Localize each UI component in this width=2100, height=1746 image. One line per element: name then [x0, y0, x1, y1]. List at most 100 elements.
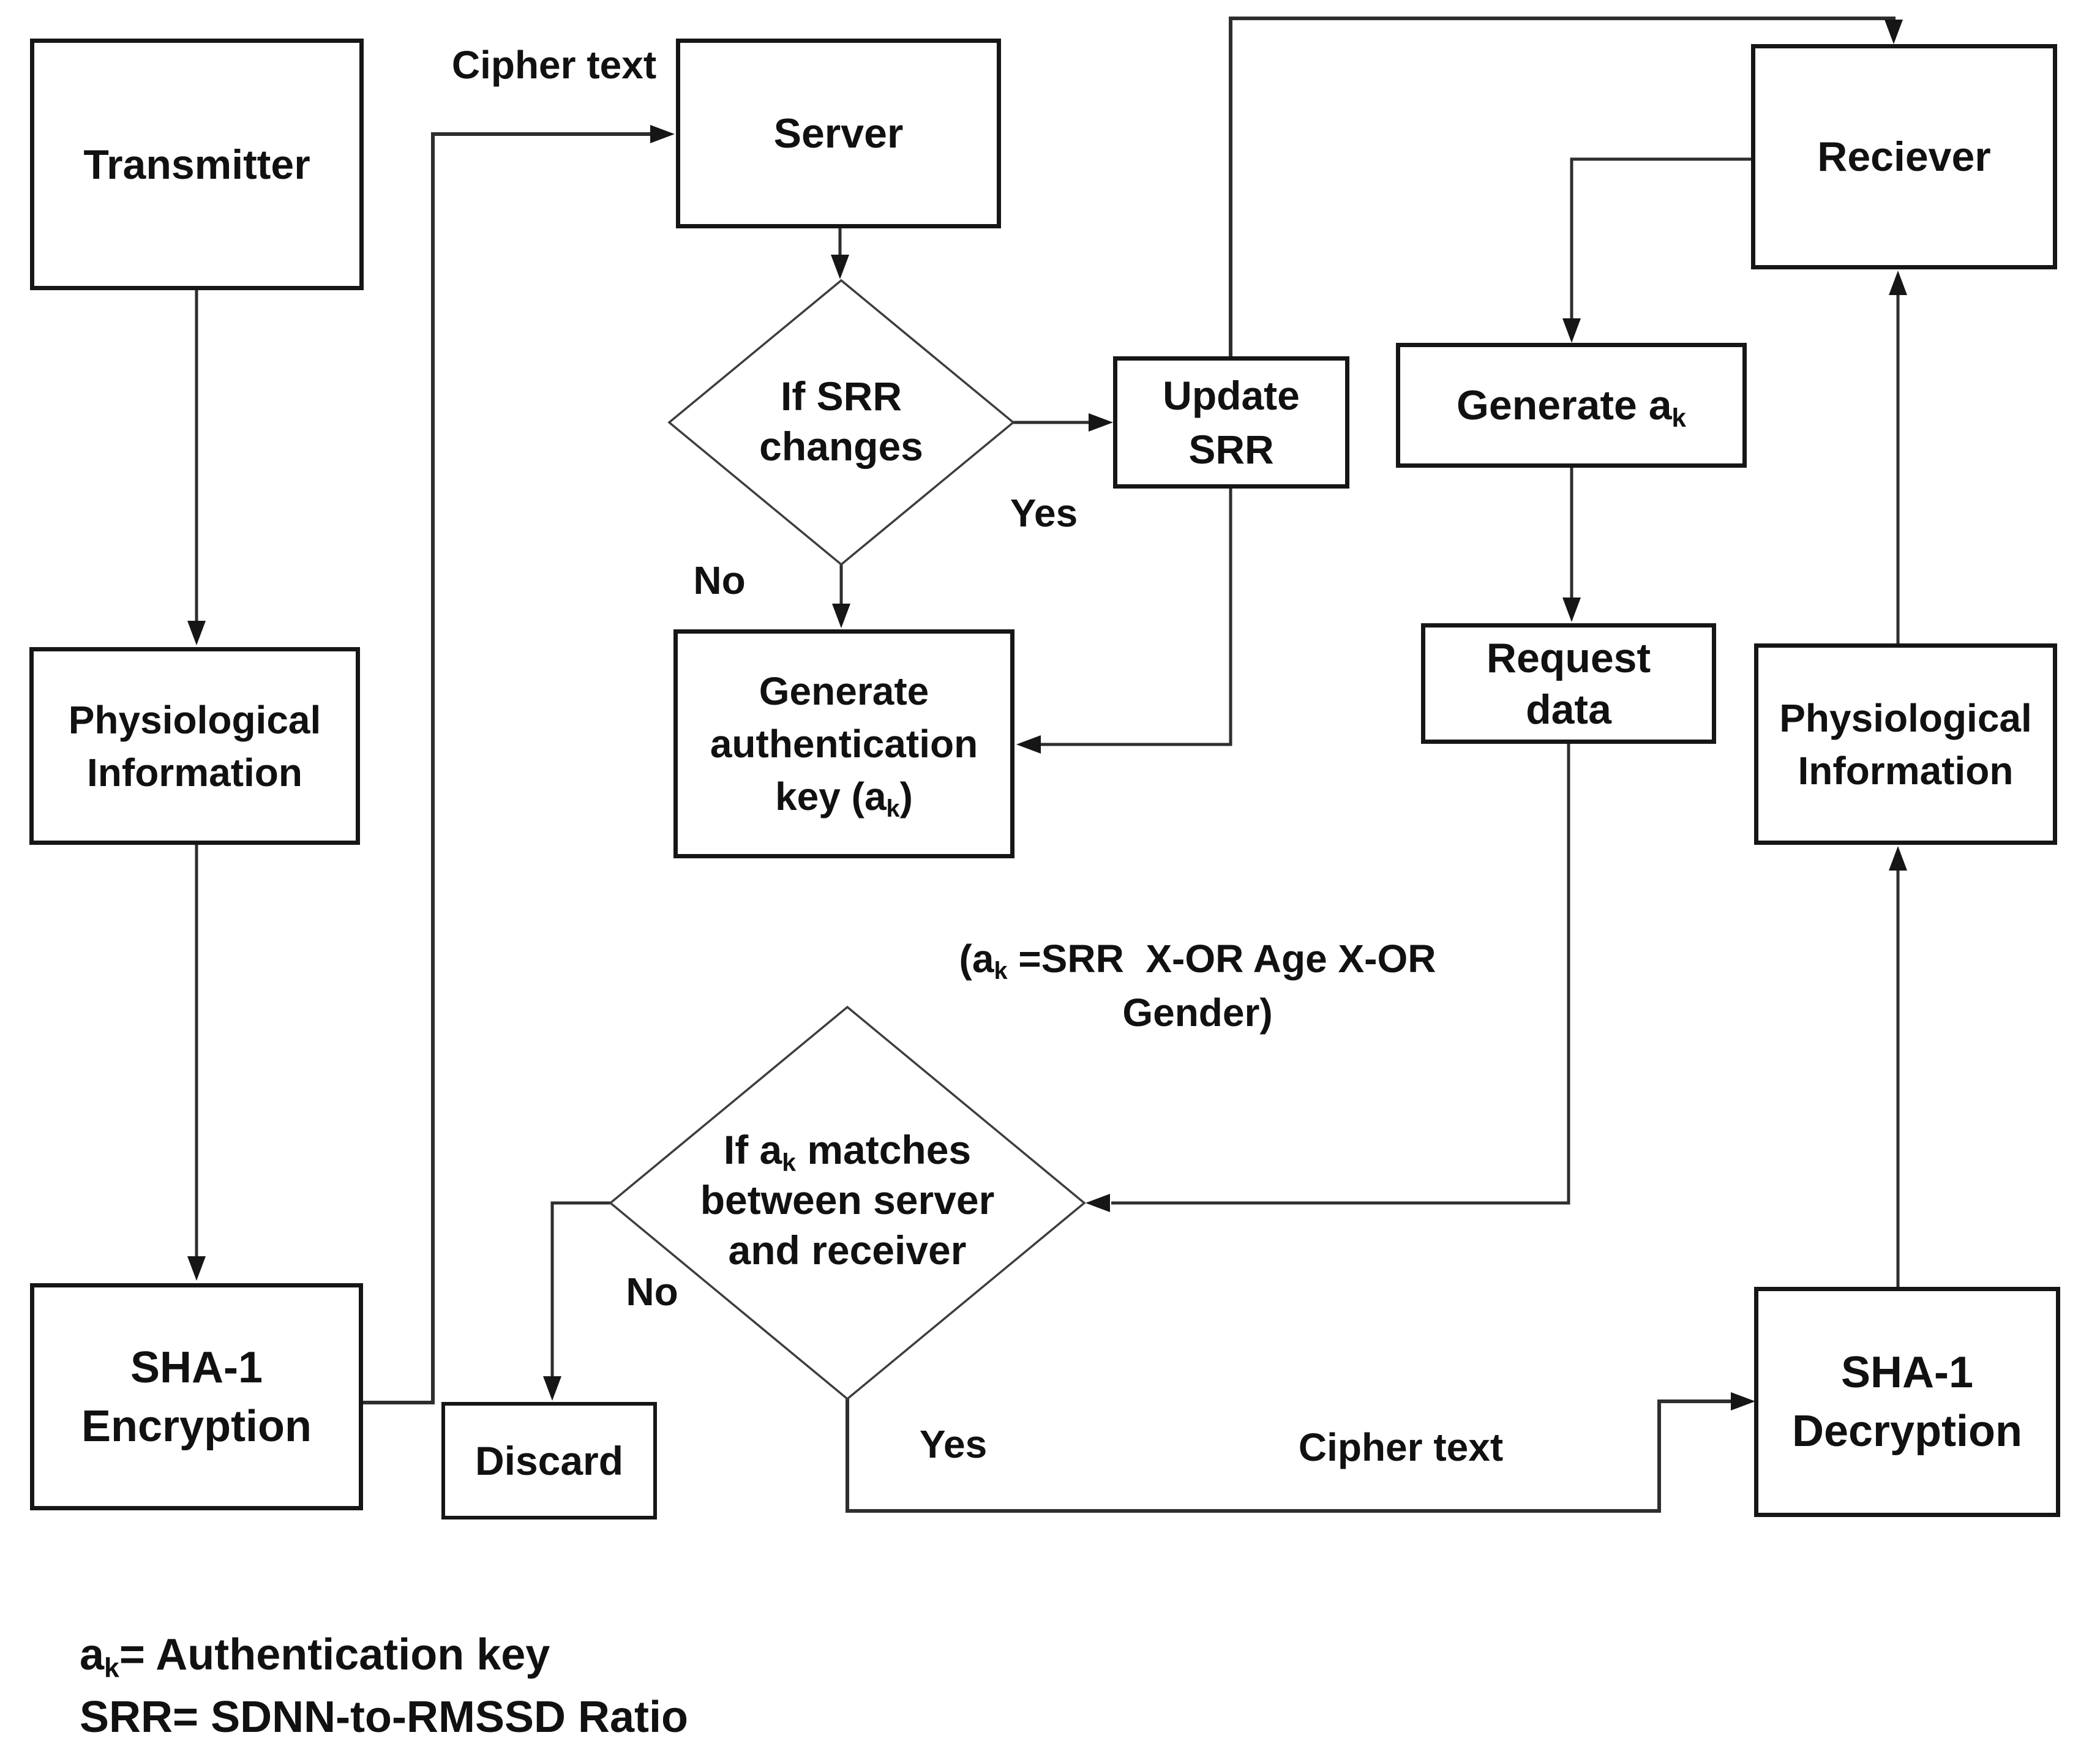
arrowhead-down-icon [1562, 598, 1581, 622]
gen-auth-key-line3-close: ) [899, 774, 913, 819]
node-generate-ak-label: Generate ak [1457, 378, 1686, 433]
ak-formula-subscript: k [994, 957, 1008, 985]
node-discard-label: Discard [474, 1438, 624, 1483]
generate-ak-subscript: k [1671, 403, 1686, 432]
edge-physinfo-left-to-sha1-encryption [187, 845, 206, 1281]
legend: ak= Authentication key SRR= SDNN-to-RMSS… [80, 1624, 688, 1746]
edge-label-cipher-text-bottom: Cipher text [1298, 1425, 1504, 1469]
if-ak-matches-subscript: k [782, 1148, 796, 1177]
arrowhead-down-icon [543, 1376, 561, 1401]
edge-label-no-srr: No [693, 558, 746, 602]
if-ak-matches-line1-pre: If a [723, 1127, 782, 1172]
node-transmitter: Transmitter [30, 39, 364, 290]
node-discard: Discard [441, 1402, 657, 1519]
edge-label-cipher-text-top: Cipher text [451, 43, 657, 87]
arrowhead-right-icon [1731, 1392, 1755, 1411]
ak-formula-body: =SRR X-OR Age X-OR [1007, 937, 1436, 981]
edge-if-srr-changes-no-to-gen-auth-key [832, 564, 850, 628]
node-request-data: Request data [1421, 623, 1716, 744]
node-request-data-line2: data [1526, 686, 1611, 733]
ak-formula-line1: (ak =SRR X-OR Age X-OR [898, 932, 1498, 986]
edge-label-yes-match: Yes [919, 1422, 988, 1466]
gen-auth-key-subscript: k [886, 795, 900, 823]
edge-update-srr-to-reciever [1229, 17, 1903, 356]
node-server-label: Server [773, 110, 904, 157]
node-sha1-decryption-line1: SHA-1 [1840, 1348, 1974, 1397]
decision-if-ak-matches-shape [609, 1005, 1086, 1401]
node-sha1-decryption-line2: Decryption [1791, 1407, 2023, 1456]
arrowhead-down-icon [187, 621, 206, 645]
edge-sha1-decryption-to-physinfo-right [1889, 846, 1907, 1287]
arrowhead-left-icon [1016, 735, 1041, 754]
edge-line [550, 1201, 610, 1377]
edge-reciever-to-generate-ak [1562, 157, 1751, 343]
node-gen-auth-key-line2: authentication [710, 722, 978, 766]
node-gen-auth-key: Generate authentication key (ak) [673, 629, 1014, 858]
node-physinfo-left: Physiological Information [29, 647, 360, 845]
edge-server-to-if-srr-changes [831, 228, 849, 279]
node-server: Server [676, 39, 1001, 228]
arrowhead-down-icon [187, 1256, 206, 1281]
node-sha1-encryption-line2: Encryption [81, 1401, 312, 1451]
if-ak-matches-line1: If ak matches [724, 1125, 971, 1175]
legend-ak-definition: = Authentication key [119, 1630, 550, 1679]
edge-if-ak-matches-no-to-discard [543, 1201, 610, 1401]
node-physinfo-left-line1: Physiological [68, 697, 321, 742]
arrowhead-right-icon [650, 125, 675, 143]
ak-formula-line2: Gender) [1122, 991, 1273, 1035]
legend-line2: SRR= SDNN-to-RMSSD Ratio [80, 1693, 689, 1742]
node-physinfo-left-line2: Information [87, 750, 302, 795]
node-sha1-encryption-line1: SHA-1 [130, 1343, 263, 1392]
edge-line [363, 132, 651, 1404]
decision-if-srr-changes-label: If SRR changes [759, 371, 923, 471]
edge-request-data-to-if-ak-matches [1086, 744, 1570, 1212]
arrowhead-down-icon [1884, 20, 1903, 44]
if-ak-matches-line1-post: matches [795, 1127, 972, 1172]
arrowhead-up-icon [1889, 271, 1907, 295]
arrowhead-down-icon [832, 604, 850, 628]
if-srr-changes-line1: If SRR [781, 373, 902, 419]
node-generate-ak: Generate ak [1396, 343, 1747, 468]
arrowhead-down-icon [831, 255, 849, 279]
edge-line [1111, 744, 1570, 1205]
node-transmitter-label: Transmitter [83, 141, 310, 188]
node-gen-auth-key-line3: key (ak) [775, 770, 913, 823]
if-srr-changes-line2: changes [759, 424, 923, 469]
node-reciever-label: Reciever [1817, 133, 1991, 180]
node-request-data-line1: Request [1486, 634, 1651, 681]
ak-formula-annotation: (ak =SRR X-OR Age X-OR Gender) [898, 932, 1498, 1040]
node-update-srr: Update SRR [1113, 356, 1349, 489]
edge-line [846, 1399, 1732, 1513]
node-sha1-decryption: SHA-1 Decryption [1754, 1287, 2060, 1517]
edge-transmitter-to-physinfo-left [187, 290, 206, 645]
edge-physinfo-right-to-reciever [1889, 271, 1907, 643]
if-ak-matches-line2: between server [700, 1177, 995, 1223]
edge-if-srr-changes-yes-to-update-srr [1013, 413, 1113, 432]
edge-label-no-match: No [626, 1270, 678, 1314]
decision-if-ak-matches-label: If ak matches between server and receive… [700, 1125, 995, 1275]
gen-auth-key-line3-text: key (a [775, 774, 887, 819]
legend-ak-subscript: k [104, 1653, 119, 1684]
node-gen-auth-key-line1: Generate [759, 669, 929, 713]
edge-if-ak-matches-yes-to-sha1-decryption [846, 1392, 1755, 1513]
edge-update-srr-to-gen-auth-key [1016, 489, 1232, 754]
node-update-srr-line1: Update [1163, 373, 1300, 418]
node-update-srr-line2: SRR [1188, 427, 1274, 472]
node-sha1-encryption: SHA-1 Encryption [30, 1283, 363, 1510]
legend-line1: ak= Authentication key [80, 1624, 688, 1686]
edge-line [1041, 489, 1232, 746]
node-physinfo-right-line1: Physiological [1779, 695, 2032, 740]
legend-ak: a [80, 1630, 105, 1679]
ak-formula-pre: (a [959, 937, 994, 981]
arrowhead-up-icon [1889, 846, 1907, 871]
edge-line [1570, 157, 1751, 320]
node-physinfo-right-line2: Information [1798, 748, 2014, 793]
decision-if-srr-changes-shape [667, 279, 1015, 566]
arrowhead-right-icon [1089, 413, 1113, 432]
node-reciever: Reciever [1751, 44, 2057, 269]
edge-sha1-encryption-to-server-cipher [363, 125, 675, 1404]
arrowhead-left-icon [1086, 1194, 1110, 1212]
if-ak-matches-line3: and receiver [728, 1227, 967, 1273]
edge-label-yes-srr: Yes [1010, 491, 1078, 535]
